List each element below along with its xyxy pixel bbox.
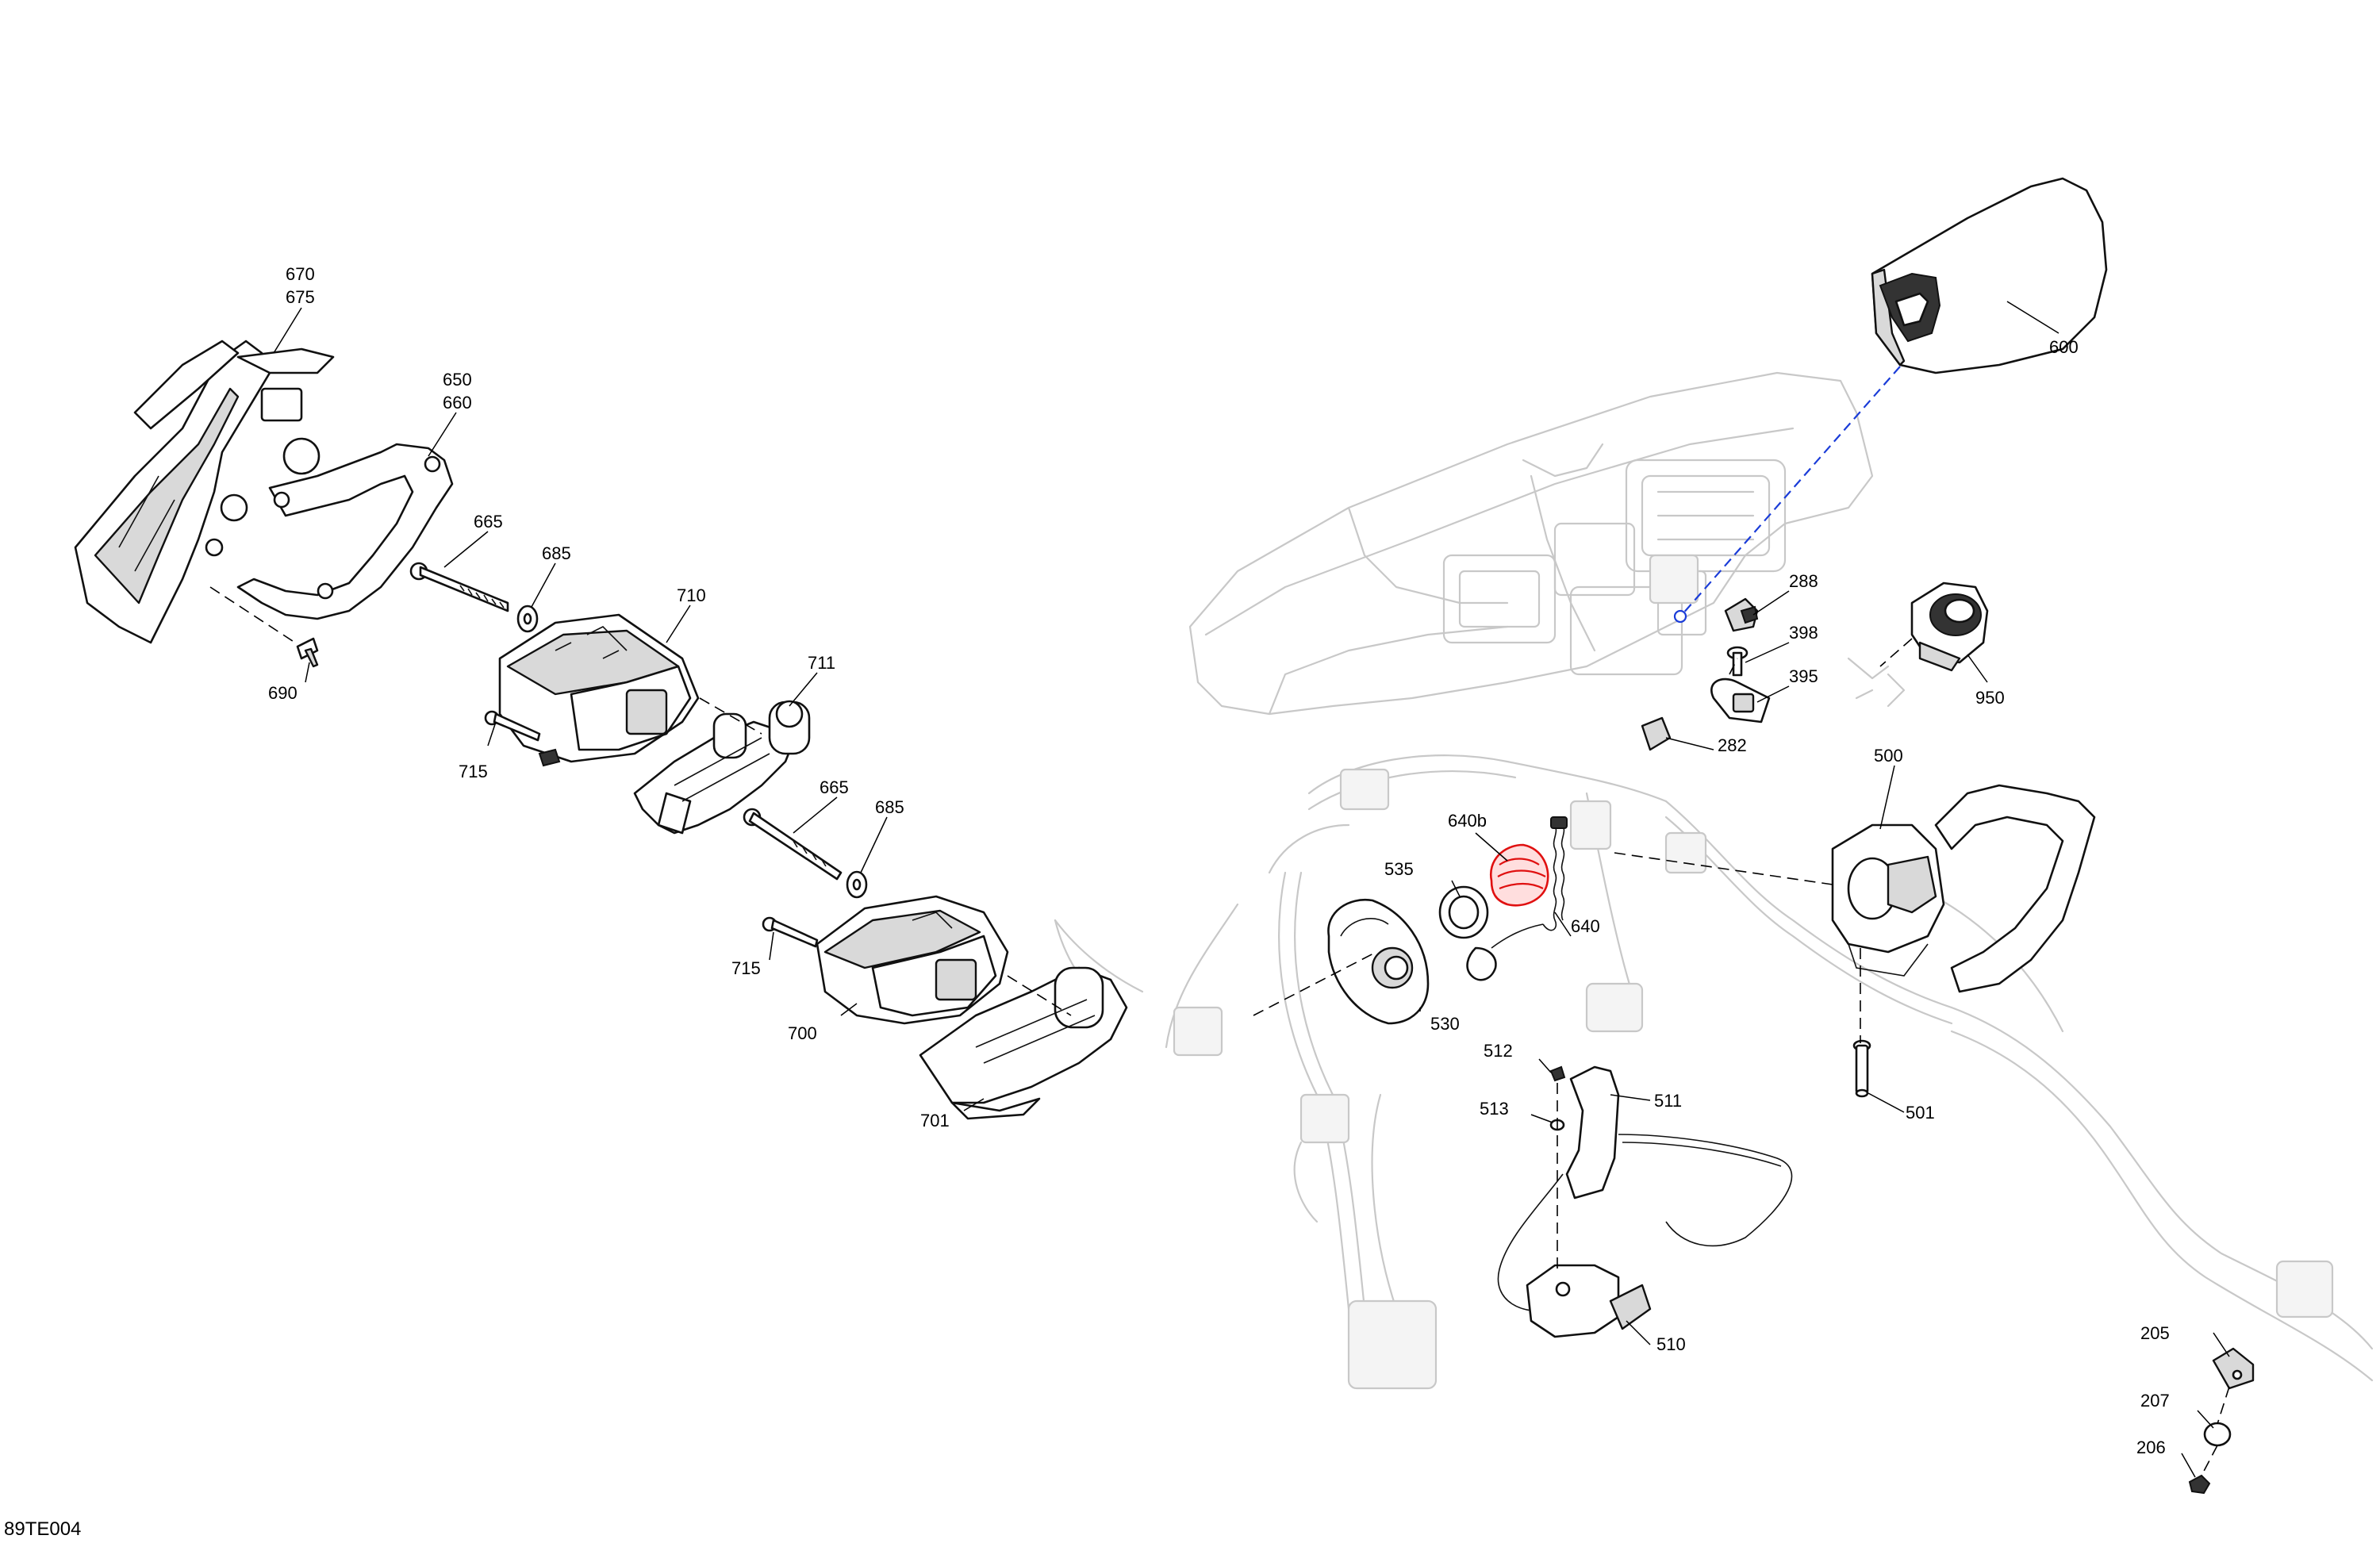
part-398-screw[interactable] — [1726, 646, 1749, 677]
callout-206: 206 — [2136, 1437, 2166, 1457]
callout-660: 660 — [443, 393, 472, 413]
part-665-bolt-upper[interactable] — [409, 562, 509, 612]
part-685-washer-upper[interactable] — [516, 605, 539, 633]
callout-710: 710 — [677, 585, 706, 605]
part-685-washer-lower[interactable] — [846, 870, 868, 899]
callout-670: 670 — [286, 264, 315, 284]
callout-535: 535 — [1384, 859, 1414, 879]
callout-715-lower: 715 — [731, 958, 761, 978]
part-535-nut[interactable] — [1438, 885, 1489, 939]
part-501-bolt[interactable] — [1852, 1039, 1871, 1098]
callout-950: 950 — [1975, 688, 2005, 708]
callout-530: 530 — [1430, 1014, 1460, 1034]
part-205-clip[interactable] — [2212, 1347, 2255, 1390]
callout-510: 510 — [1656, 1334, 1686, 1354]
callout-501: 501 — [1906, 1103, 1935, 1123]
part-395-clamp[interactable] — [1710, 677, 1771, 724]
part-670-675-housing[interactable] — [74, 340, 335, 644]
callout-600: 600 — [2049, 337, 2079, 357]
callout-690: 690 — [268, 683, 298, 703]
part-511-bracket[interactable] — [1497, 1065, 1793, 1312]
callout-675: 675 — [286, 287, 315, 307]
figure-code: 89TE004 — [4, 1518, 81, 1540]
part-206-nut[interactable] — [2188, 1474, 2211, 1495]
part-530-bezel[interactable] — [1327, 898, 1430, 1025]
callout-701: 701 — [920, 1111, 950, 1130]
callout-640: 640 — [1571, 916, 1600, 936]
part-715-screw-lower[interactable] — [762, 916, 819, 948]
part-207-washer[interactable] — [2203, 1422, 2232, 1447]
callout-640b: 640b — [1448, 811, 1487, 831]
callout-282: 282 — [1718, 735, 1747, 755]
callout-207: 207 — [2140, 1391, 2170, 1411]
part-710-module[interactable] — [498, 613, 700, 767]
part-640-lanyard[interactable] — [1466, 816, 1568, 981]
part-690-screw[interactable] — [296, 637, 319, 668]
part-640b-clip-highlighted[interactable] — [1489, 843, 1549, 907]
callout-395: 395 — [1789, 666, 1818, 686]
callout-205: 205 — [2140, 1323, 2170, 1343]
ghosted-console-assembly — [1054, 371, 2374, 1390]
callout-512: 512 — [1484, 1041, 1513, 1061]
part-282-connector[interactable] — [1641, 716, 1672, 751]
callout-500: 500 — [1874, 746, 1903, 766]
part-512-screw[interactable] — [1549, 1065, 1566, 1082]
part-665-bolt-lower[interactable] — [743, 808, 843, 881]
part-650-660-bracket[interactable] — [236, 443, 454, 620]
callout-700: 700 — [788, 1023, 817, 1043]
part-700-module[interactable] — [816, 895, 1009, 1025]
part-715-screw-upper[interactable] — [484, 710, 541, 742]
callout-398: 398 — [1789, 623, 1818, 643]
part-510-sensor[interactable] — [1526, 1264, 1652, 1338]
callout-715-upper: 715 — [459, 762, 488, 781]
callout-labels: 670 675 650 660 665 685 690 710 711 715 … — [4, 264, 2170, 1540]
part-288-clip[interactable] — [1724, 597, 1759, 632]
callout-665-lower: 665 — [820, 777, 849, 797]
callout-665-upper: 665 — [474, 512, 503, 532]
callout-650: 650 — [443, 370, 472, 390]
part-711-mount[interactable] — [633, 700, 811, 835]
callout-685-lower: 685 — [875, 797, 904, 817]
leader-lines — [273, 301, 2230, 1478]
callout-685-upper: 685 — [542, 543, 571, 563]
callout-511: 511 — [1654, 1091, 1682, 1111]
callout-711: 711 — [808, 653, 835, 673]
callout-513: 513 — [1480, 1099, 1509, 1119]
part-950-socket[interactable] — [1847, 582, 1989, 700]
part-600-cover[interactable] — [1871, 177, 2108, 374]
callout-288: 288 — [1789, 571, 1818, 591]
alignment-lines — [209, 366, 2230, 1476]
part-500-switch[interactable] — [1831, 784, 2096, 993]
